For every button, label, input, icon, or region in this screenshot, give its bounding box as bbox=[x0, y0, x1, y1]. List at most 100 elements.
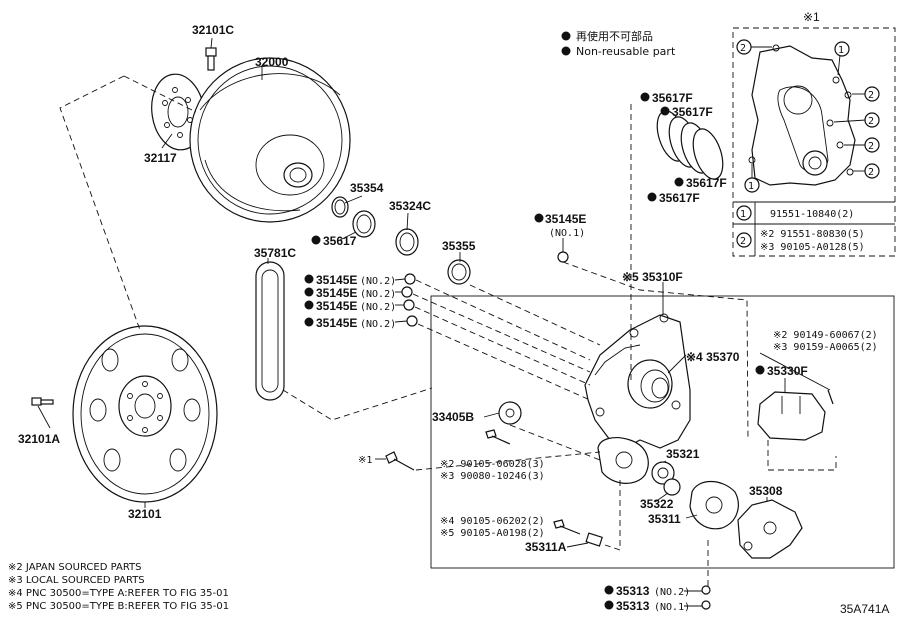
non-reusable-dot-icon bbox=[304, 317, 314, 327]
table-circle-1 bbox=[736, 205, 752, 221]
torque-converter-32000 bbox=[189, 57, 351, 223]
label-35145E-no1: 35145E bbox=[545, 212, 586, 226]
label-35313-no2: 35313 bbox=[616, 584, 650, 598]
label-35617F-a: 35617F bbox=[652, 91, 693, 105]
svg-text:(NO.2): (NO.2) bbox=[360, 289, 396, 300]
non-reusable-dot-icon bbox=[647, 192, 657, 202]
pump-cover-35311 bbox=[689, 480, 739, 530]
assembly-lines bbox=[59, 75, 837, 586]
label-x1-bolt: ※1 bbox=[358, 455, 372, 466]
inset-part-90105-A0128: ※3 90105-A0128(5) bbox=[760, 242, 865, 253]
footnote-2: ※2 JAPAN SOURCED PARTS bbox=[8, 562, 142, 573]
footnote-5: ※5 PNC 30500=TYPE B:REFER TO FIG 35-01 bbox=[8, 601, 229, 612]
gear-33405B bbox=[498, 401, 522, 425]
label-32101C: 32101C bbox=[192, 23, 234, 37]
rings-35617F bbox=[656, 110, 724, 180]
label-35311A: 35311A bbox=[525, 540, 567, 554]
pump-gear-drawing bbox=[802, 150, 828, 176]
box-bolts bbox=[485, 429, 581, 535]
inset-callouts: 2 1 2 2 2 2 1 bbox=[736, 39, 880, 193]
svg-text:(NO.2): (NO.2) bbox=[360, 276, 396, 287]
seal-35354 bbox=[331, 196, 349, 218]
inset-border bbox=[732, 27, 896, 257]
nuts-35145E bbox=[401, 251, 569, 327]
svg-text:(NO.2): (NO.2) bbox=[654, 587, 690, 598]
non-reusable-dot-icon bbox=[660, 106, 670, 116]
label-35310F: ※5 35310F bbox=[622, 270, 683, 284]
non-reusable-dot-icon bbox=[640, 92, 650, 102]
svg-text:1: 1 bbox=[740, 209, 746, 220]
pump-housing-drawing bbox=[751, 45, 856, 186]
flywheel-32101 bbox=[72, 325, 218, 503]
label-35145E-a: 35145E bbox=[316, 273, 357, 287]
plug-35313-no2 bbox=[701, 585, 711, 595]
label-35145E-d: 35145E bbox=[316, 316, 357, 330]
svg-text:2: 2 bbox=[740, 236, 746, 247]
bolt-90149 bbox=[827, 389, 834, 405]
legend-en: Non-reusable part bbox=[576, 45, 676, 58]
label-32101: 32101 bbox=[128, 507, 162, 521]
inset-title: ※1 bbox=[803, 10, 820, 24]
label-35145E-c: 35145E bbox=[316, 299, 357, 313]
plug-35313-no1 bbox=[701, 600, 711, 610]
non-reusable-dot-icon bbox=[304, 300, 314, 310]
non-reusable-dot-icon bbox=[604, 585, 614, 595]
table-circle-2 bbox=[736, 232, 752, 248]
ring-35355 bbox=[447, 259, 471, 285]
label-32000: 32000 bbox=[255, 55, 289, 69]
svg-text:2: 2 bbox=[868, 167, 874, 178]
label-35354: 35354 bbox=[350, 181, 384, 195]
label-35781C: 35781C bbox=[254, 246, 296, 260]
label-35355: 35355 bbox=[442, 239, 476, 253]
legend-jp: 再使用不可部品 bbox=[576, 29, 653, 43]
svg-text:(NO.1): (NO.1) bbox=[549, 228, 585, 239]
label-35308: 35308 bbox=[749, 484, 783, 498]
pin-35311A bbox=[585, 532, 603, 547]
label-35370: ※4 35370 bbox=[686, 350, 740, 364]
non-reusable-dot-icon bbox=[755, 365, 765, 375]
chain-35781C bbox=[255, 261, 285, 401]
label-35617F-c: 35617F bbox=[686, 176, 727, 190]
label-35145E-b: 35145E bbox=[316, 286, 357, 300]
non-reusable-dot-icon bbox=[304, 287, 314, 297]
svg-text:2: 2 bbox=[868, 90, 874, 101]
legend: 再使用不可部品 Non-reusable part bbox=[561, 29, 676, 58]
figure-code: 35A741A bbox=[840, 602, 889, 616]
bolt-32101A bbox=[31, 397, 54, 406]
ring-35617 bbox=[352, 210, 376, 238]
valve-body-35308 bbox=[737, 499, 803, 559]
label-90149-60067: ※2 90149-60067(2) bbox=[773, 330, 878, 341]
label-90105-06202: ※4 90105-06202(2) bbox=[440, 516, 545, 527]
svg-text:2: 2 bbox=[868, 141, 874, 152]
non-reusable-dot-icon bbox=[604, 600, 614, 610]
svg-text:2: 2 bbox=[868, 116, 874, 127]
label-32101A: 32101A bbox=[18, 432, 60, 446]
label-90080-10246: ※3 90080-10246(3) bbox=[440, 471, 545, 482]
non-reusable-dot-icon bbox=[561, 46, 571, 56]
footnotes: ※2 JAPAN SOURCED PARTS ※3 LOCAL SOURCED … bbox=[8, 562, 229, 612]
inset-part-91551-80830: ※2 91551-80830(5) bbox=[760, 229, 865, 240]
label-35321: 35321 bbox=[666, 447, 700, 461]
label-90159-A0065: ※3 90159-A0065(2) bbox=[773, 342, 878, 353]
label-35617: 35617 bbox=[323, 234, 357, 248]
bolt-32101C bbox=[205, 47, 217, 71]
label-35313-no1: 35313 bbox=[616, 599, 650, 613]
oil-pump-housing-35310F bbox=[584, 313, 691, 449]
non-reusable-dot-icon bbox=[561, 31, 571, 41]
non-reusable-dot-icon bbox=[674, 177, 684, 187]
leader-lines bbox=[37, 37, 831, 607]
label-90105-06028: ※2 90105-06028(3) bbox=[440, 459, 545, 470]
label-35322: 35322 bbox=[640, 497, 674, 511]
pump-body bbox=[597, 437, 681, 496]
filter-35330F bbox=[757, 391, 826, 441]
svg-text:1: 1 bbox=[838, 45, 844, 56]
label-35617F-b: 35617F bbox=[672, 105, 713, 119]
footnote-3: ※3 LOCAL SOURCED PARTS bbox=[8, 575, 145, 586]
label-90105-A0198: ※5 90105-A0198(2) bbox=[440, 528, 545, 539]
footnote-4: ※4 PNC 30500=TYPE A:REFER TO FIG 35-01 bbox=[8, 588, 229, 599]
label-35324C: 35324C bbox=[389, 199, 431, 213]
svg-text:2: 2 bbox=[740, 43, 746, 54]
svg-text:1: 1 bbox=[748, 181, 754, 192]
non-reusable-dot-icon bbox=[311, 235, 321, 245]
